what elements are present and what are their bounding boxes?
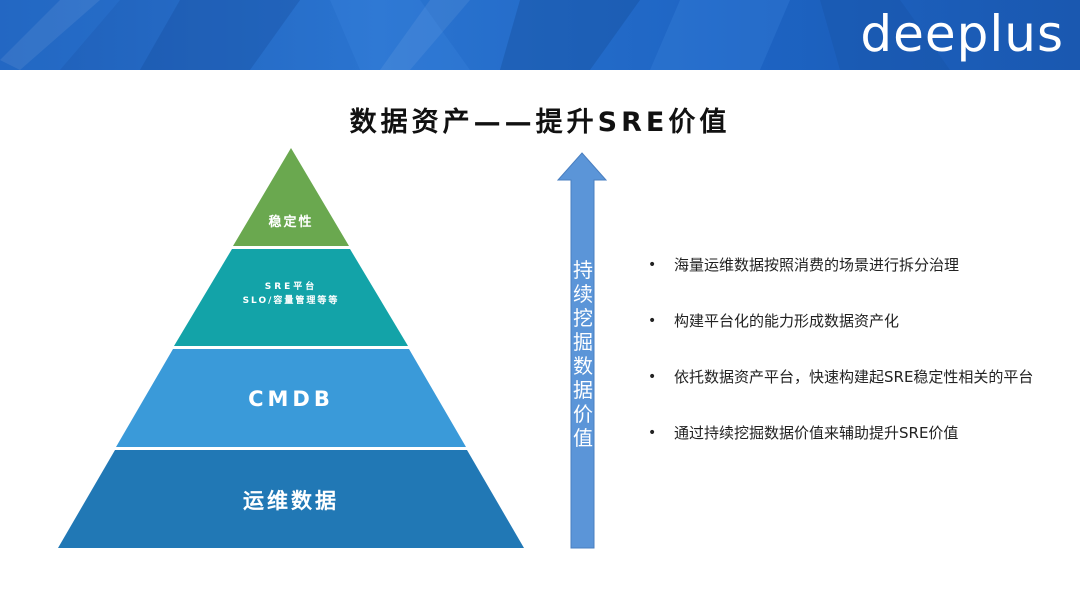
bullet-text: 依托数据资产平台，快速构建起SRE稳定性相关的平台	[674, 368, 1034, 386]
pyramid-label-stability: 稳定性	[268, 214, 313, 230]
pyramid-tier-sre-platform	[174, 249, 408, 346]
banner-decoration	[0, 0, 950, 70]
bullet-dot: •	[648, 313, 657, 329]
pyramid-tier-ops-data	[58, 450, 524, 548]
bullet-dot: •	[648, 257, 657, 273]
pyramid-tier-cmdb	[116, 349, 466, 447]
pyramid-tier-stability	[233, 148, 349, 246]
list-item: • 依托数据资产平台，快速构建起SRE稳定性相关的平台	[648, 364, 1068, 420]
pyramid-diagram: 稳定性 SRE平台 SLO/容量管理等等 CMDB 运维数据	[58, 148, 524, 548]
bullet-text: 构建平台化的能力形成数据资产化	[674, 312, 900, 330]
list-item: • 海量运维数据按照消费的场景进行拆分治理	[648, 252, 1068, 308]
list-item: • 通过持续挖掘数据价值来辅助提升SRE价值	[648, 420, 1068, 476]
pyramid-label-ops-data: 运维数据	[243, 489, 339, 513]
deeplus-logo: deeplus	[860, 5, 1064, 63]
page-title: 数据资产——提升SRE价值	[349, 107, 731, 138]
arrow-label: 持续挖掘数据价值	[573, 258, 593, 450]
header-banner: deeplus	[0, 0, 1080, 70]
bullet-text: 海量运维数据按照消费的场景进行拆分治理	[674, 256, 960, 274]
pyramid-label-cmdb: CMDB	[248, 387, 334, 411]
bullet-dot: •	[648, 425, 657, 441]
bullet-dot: •	[648, 369, 657, 385]
pyramid-label-sre-platform: SRE平台	[265, 280, 318, 292]
bullet-list: • 海量运维数据按照消费的场景进行拆分治理 • 构建平台化的能力形成数据资产化 …	[648, 252, 1068, 476]
pyramid-label-slo: SLO/容量管理等等	[243, 294, 340, 306]
list-item: • 构建平台化的能力形成数据资产化	[648, 308, 1068, 364]
bullet-text: 通过持续挖掘数据价值来辅助提升SRE价值	[674, 424, 959, 442]
